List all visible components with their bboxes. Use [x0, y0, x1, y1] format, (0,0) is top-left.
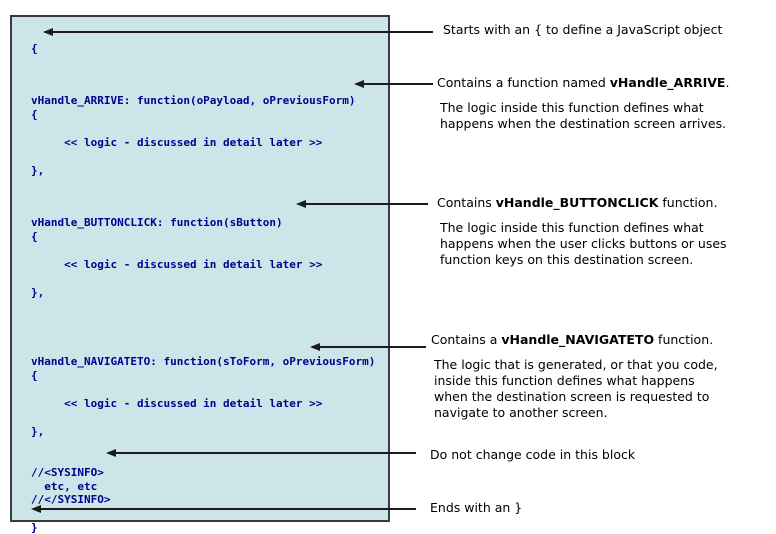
left-arrow-icon-sysinfo	[106, 449, 416, 457]
code-arrive-function: vHandle_ARRIVE: function(oPayload, oPrev…	[31, 94, 356, 177]
annotation-sysinfo-title: Do not change code in this block	[430, 447, 636, 462]
code-close-brace: }	[31, 521, 38, 534]
annotation-close-brace: Ends with an }	[430, 500, 765, 516]
annotation-buttonclick-title: Contains vHandle_BUTTONCLICK function.	[437, 195, 718, 210]
code-open-brace: {	[31, 42, 38, 55]
annotation-arrive-body: The logic inside this function defines w…	[440, 100, 727, 131]
code-buttonclick-function: vHandle_BUTTONCLICK: function(sButton) {…	[31, 216, 323, 299]
annotation-arrive-title: Contains a function named vHandle_ARRIVE…	[437, 75, 730, 90]
annotation-navigateto: Contains a vHandle_NAVIGATETO function. …	[431, 332, 766, 421]
left-arrow-icon-buttonclick	[296, 200, 428, 208]
annotation-arrive: Contains a function named vHandle_ARRIVE…	[437, 75, 772, 132]
annotation-navigateto-body: The logic that is generated, or that you…	[434, 357, 718, 420]
annotation-open-brace-title: Starts with an { to define a JavaScript …	[443, 22, 723, 37]
annotation-open-brace: Starts with an { to define a JavaScript …	[443, 22, 776, 38]
left-arrow-icon-open-brace	[43, 28, 433, 36]
annotation-close-brace-title: Ends with an }	[430, 500, 523, 515]
annotation-navigateto-title: Contains a vHandle_NAVIGATETO function.	[431, 332, 714, 347]
left-arrow-icon-arrive	[354, 80, 433, 88]
code-box: { vHandle_ARRIVE: function(oPayload, oPr…	[10, 15, 390, 534]
code-sysinfo-block: //<SYSINFO> etc, etc //</SYSINFO>	[31, 466, 111, 506]
annotation-buttonclick: Contains vHandle_BUTTONCLICK function. T…	[437, 195, 772, 268]
annotation-sysinfo: Do not change code in this block	[430, 447, 765, 463]
annotation-buttonclick-body: The logic inside this function defines w…	[440, 220, 727, 267]
left-arrow-icon-navigateto	[310, 343, 426, 351]
left-arrow-icon-close-brace	[31, 505, 416, 513]
code-navigateto-function: vHandle_NAVIGATETO: function(sToForm, oP…	[31, 355, 376, 438]
